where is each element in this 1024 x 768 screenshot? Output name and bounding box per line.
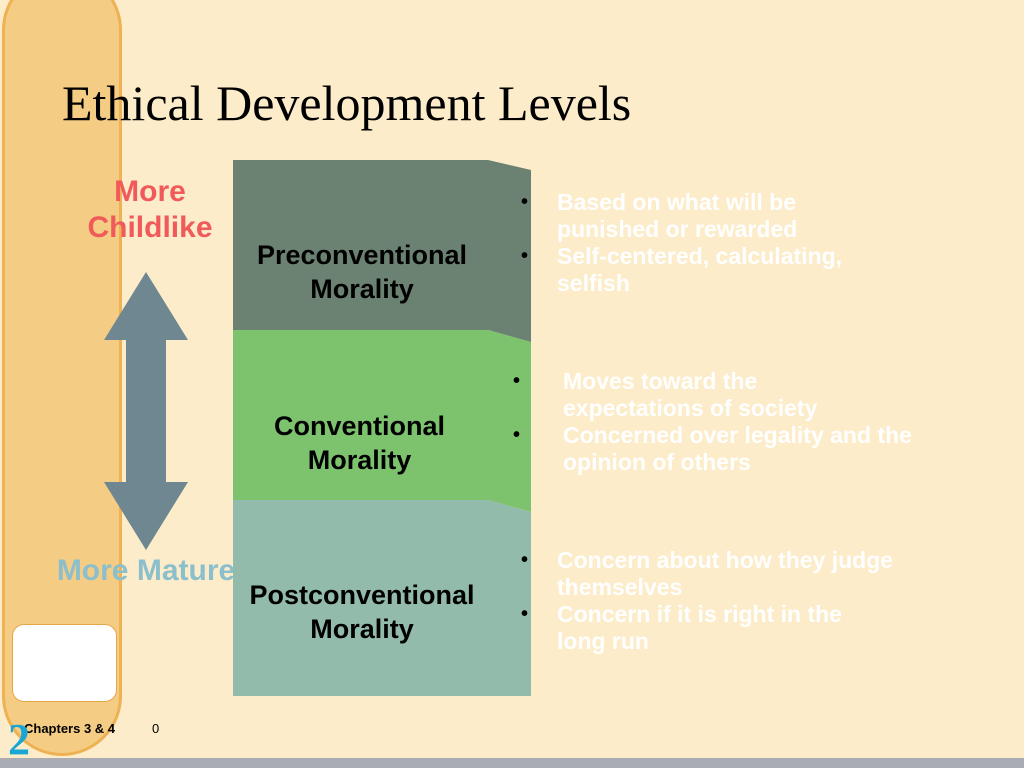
more-childlike-label: More Childlike	[87, 175, 213, 244]
band-postconventional	[233, 500, 531, 696]
band-preconventional	[233, 160, 531, 342]
footer-number: 0	[152, 721, 160, 736]
bottom-bar	[0, 758, 1024, 768]
bullet-item: •Concern if it is right in the long run	[521, 601, 842, 654]
band-conventional	[233, 330, 531, 512]
level-label: Postconventional Morality	[249, 580, 475, 644]
more-mature-label: More Mature	[56, 554, 236, 587]
bullet-item: •Concerned over legality and the opinion…	[513, 422, 912, 475]
slide-number-box	[12, 624, 117, 702]
bullet-item: •Self-centered, calculating, selfish	[521, 243, 843, 296]
level-label: Preconventional Morality	[256, 240, 468, 304]
footer-text: Chapters 3 & 4	[24, 721, 116, 736]
level-label: Conventional Morality	[273, 411, 445, 475]
slide-title: Ethical Development Levels	[62, 75, 632, 131]
slide-number: 2	[8, 715, 30, 764]
bullet-item: •Concern about how they judge themselves	[521, 547, 894, 600]
double-arrow-icon	[104, 272, 188, 550]
bullet-item: •Based on what will be punished or rewar…	[521, 189, 798, 242]
bullet-item: •Moves toward the expectations of societ…	[513, 368, 818, 421]
